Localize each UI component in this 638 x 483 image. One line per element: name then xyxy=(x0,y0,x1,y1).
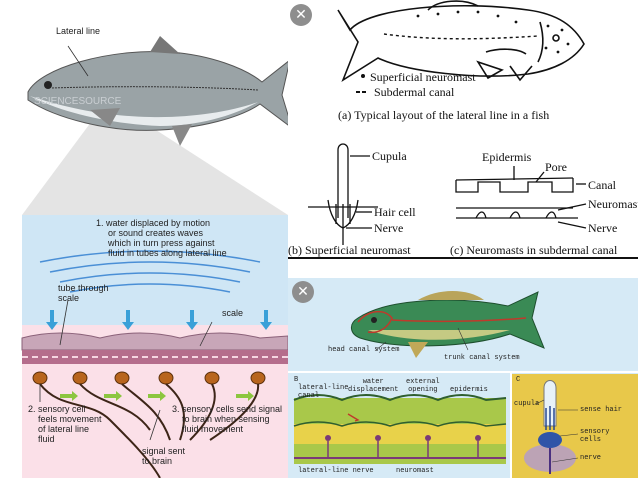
trunk-canal-label: trunk canal system xyxy=(444,354,520,362)
close-icon[interactable]: ✕ xyxy=(290,4,312,26)
canal-label: Canal xyxy=(588,178,616,192)
step3-text: 3. sensory cells send signal to brain wh… xyxy=(172,404,282,434)
legend-superficial: Superficial neuromast xyxy=(370,70,476,84)
hair-cell-label: Hair cell xyxy=(374,205,416,219)
caption-a: (a) Typical layout of the lateral line i… xyxy=(338,108,550,122)
water-displacement-label: water displacement xyxy=(348,378,398,394)
step1-line: 1. water displaced by motion xyxy=(96,218,211,228)
nerve-c-label: Nerve xyxy=(588,221,618,235)
tube-label-line: tube through xyxy=(58,283,109,293)
scale-label: scale xyxy=(222,308,244,318)
head-canal-label: head canal system xyxy=(328,346,400,354)
signal-label: signal sent to brain xyxy=(142,446,185,466)
caption-c: (c) Neuromasts in subdermal canal xyxy=(450,243,618,257)
step1-line: which in turn press against xyxy=(108,238,215,248)
lateral-line-label: Lateral line xyxy=(56,26,101,36)
sense-hair-label: sense hair xyxy=(580,406,623,414)
pore-label: Pore xyxy=(545,160,567,174)
panel-canal-system-diagram: A head canal system trunk canal system B… xyxy=(288,278,638,478)
neuromast-label: Neuromast xyxy=(588,197,638,211)
external-opening-label: external opening xyxy=(406,378,440,394)
step2-line: fluid xyxy=(38,434,55,444)
neuromast-c-label: neuromast xyxy=(396,467,434,475)
panel-lateral-line-diagram: Superficial neuromast Subdermal canal (a… xyxy=(288,0,638,270)
water-displacement-line: water xyxy=(362,378,384,386)
label-b: B xyxy=(294,376,299,384)
signal-label-line: to brain xyxy=(142,456,173,466)
watermark: SCIENCESOURCE xyxy=(34,96,122,107)
lateral-line-canal-line: canal xyxy=(298,392,320,400)
salmon-fish xyxy=(27,36,293,146)
step1-line: fluid in tubes along lateral line xyxy=(108,248,227,258)
superficial-neuromast-drawing xyxy=(308,143,378,245)
signal-label-line: signal sent xyxy=(142,446,186,456)
close-icon[interactable]: ✕ xyxy=(292,281,314,303)
step3-line: to brain when sensing xyxy=(182,414,270,424)
step2-text: 2. sensory cell feels movement of latera… xyxy=(28,404,102,444)
step2-line: of lateral line xyxy=(38,424,90,434)
pressure-arrows xyxy=(46,310,272,330)
fish-illustration-svg xyxy=(21,36,293,479)
line-drawing-svg xyxy=(288,0,638,259)
magnify-cone xyxy=(22,110,288,215)
panel-fish-illustration: Lateral line SCIENCESOURCE 1. water disp… xyxy=(0,0,293,479)
fish-outline xyxy=(337,0,585,82)
sensory-cells-line: sensory xyxy=(580,428,610,436)
subdermal-canal-drawing xyxy=(455,166,587,229)
epidermis-label: Epidermis xyxy=(482,150,532,164)
sense-hairs xyxy=(545,406,555,430)
caption-b: (b) Superficial neuromast xyxy=(288,243,411,257)
step2-line: 2. sensory cell xyxy=(28,404,86,414)
nerve-c-panel-label: nerve xyxy=(580,454,602,462)
label-c: C xyxy=(516,376,521,384)
tube-label: tube through scale xyxy=(58,283,109,303)
external-opening-line: external xyxy=(406,378,440,386)
sensory-cells-label: sensory cells xyxy=(580,428,609,444)
green-fish xyxy=(351,291,545,358)
legend-subdermal: Subdermal canal xyxy=(374,85,455,99)
canal-system-svg xyxy=(288,291,638,478)
water-displacement-line: displacement xyxy=(348,386,399,394)
external-opening-line: opening xyxy=(408,386,438,394)
step2-line: feels movement xyxy=(38,414,102,424)
step3-line: 3. sensory cells send signal xyxy=(172,404,283,414)
cupula-c-label: cupula xyxy=(514,400,540,408)
neuromast-dots xyxy=(325,435,481,441)
epidermis-c-label: epidermis xyxy=(450,386,488,394)
cupula-label: Cupula xyxy=(372,149,407,163)
step1-text: 1. water displaced by motion or sound cr… xyxy=(96,218,227,258)
canal-layer xyxy=(294,424,506,444)
lateral-line-nerve-label: lateral-line nerve xyxy=(298,467,374,475)
tube-label-line: scale xyxy=(58,293,80,303)
sensory-cells-line: cells xyxy=(580,436,602,444)
step3-line: fluid movement xyxy=(182,424,244,434)
step1-line: or sound creates waves xyxy=(108,228,204,238)
water-region xyxy=(22,215,288,325)
nerve-b-label: Nerve xyxy=(374,221,404,235)
lateral-line-canal-line: lateral-line xyxy=(298,384,349,392)
lateral-line-canal-label: lateral-line canal xyxy=(298,384,348,400)
signal-arrows xyxy=(60,391,254,401)
